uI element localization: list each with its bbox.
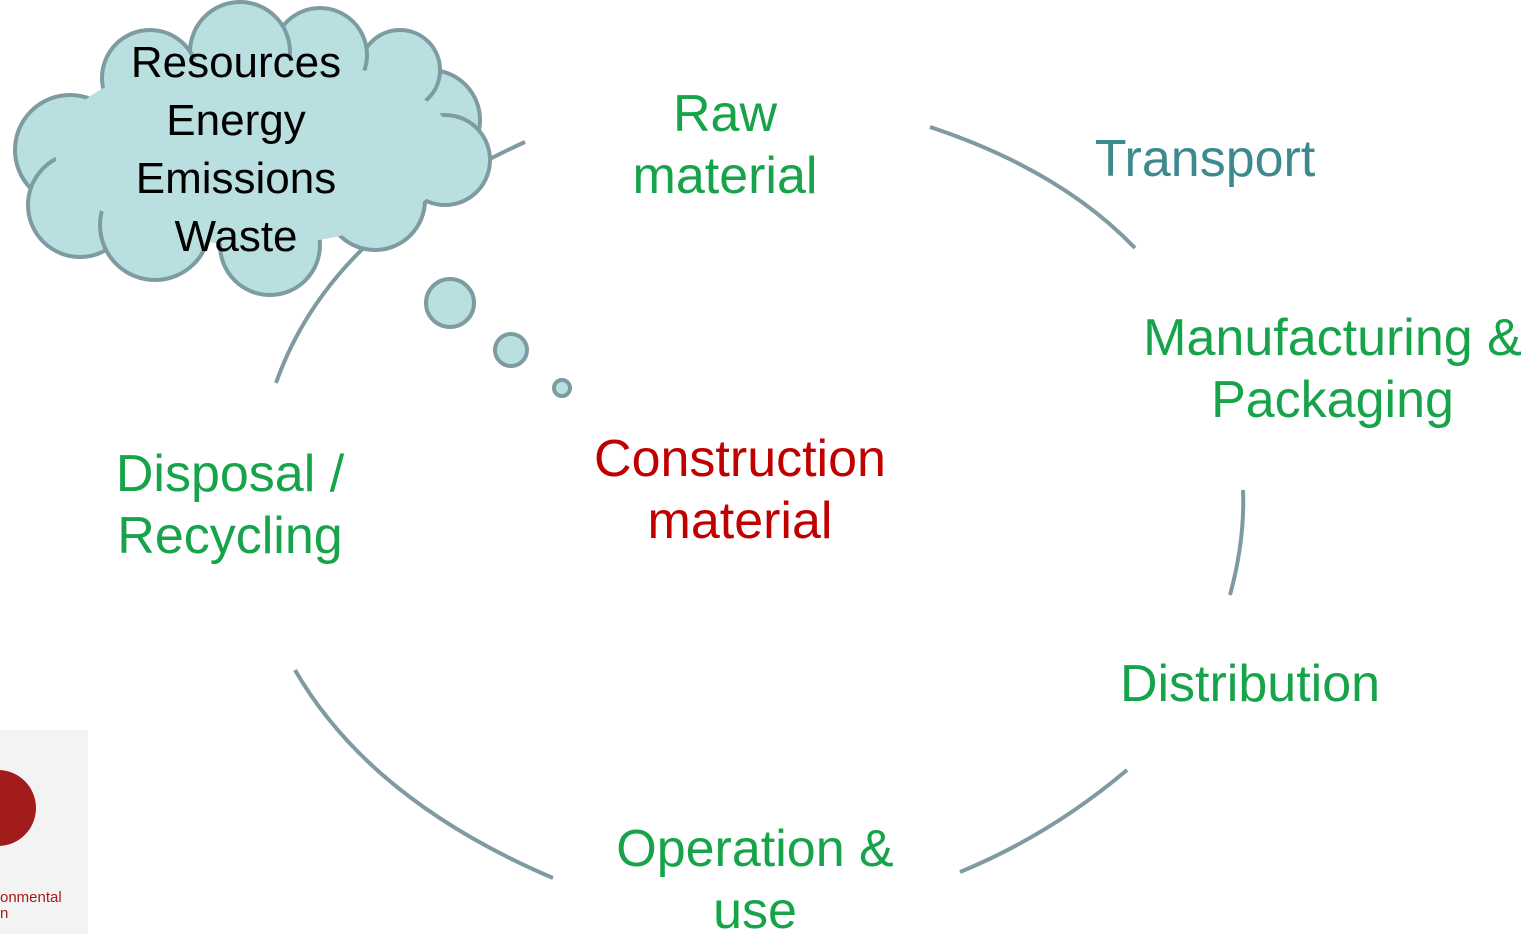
center-construction-material: Construction material (594, 430, 886, 551)
thought-bubble-small (552, 378, 572, 398)
arc-distribution-to-operation (959, 768, 1129, 874)
cloud-line-emissions: Emissions (135, 154, 337, 203)
stage-disposal-recycling: Disposal / Recycling (115, 445, 345, 566)
logo-emblem (0, 770, 36, 846)
cloud-line-resources: Resources (130, 38, 342, 87)
cloud-line-energy: Energy (166, 96, 306, 145)
logo-text-line-1: onmental (0, 889, 62, 906)
thought-bubble-medium (493, 332, 529, 368)
stage-operation-use: Operation & use (616, 820, 894, 941)
logo-text-line-2: n (0, 905, 9, 922)
stage-distribution: Distribution (1119, 655, 1381, 713)
arc-raw-to-manufacturing (929, 125, 1137, 250)
stage-raw-material: Raw material (632, 85, 818, 206)
arc-operation-to-disposal (293, 668, 554, 880)
cloud-text: Resources Energy Emissions Waste (100, 34, 372, 266)
cloud-line-waste: Waste (174, 212, 298, 261)
stage-transport: Transport (1094, 130, 1316, 188)
arc-manufacturing-to-distribution (1228, 489, 1246, 596)
logo-text: onmental n (0, 890, 62, 922)
logo: onmental n (0, 730, 88, 934)
thought-bubble-large (424, 277, 476, 329)
stage-manufacturing-packaging: Manufacturing & Packaging (1143, 309, 1522, 430)
